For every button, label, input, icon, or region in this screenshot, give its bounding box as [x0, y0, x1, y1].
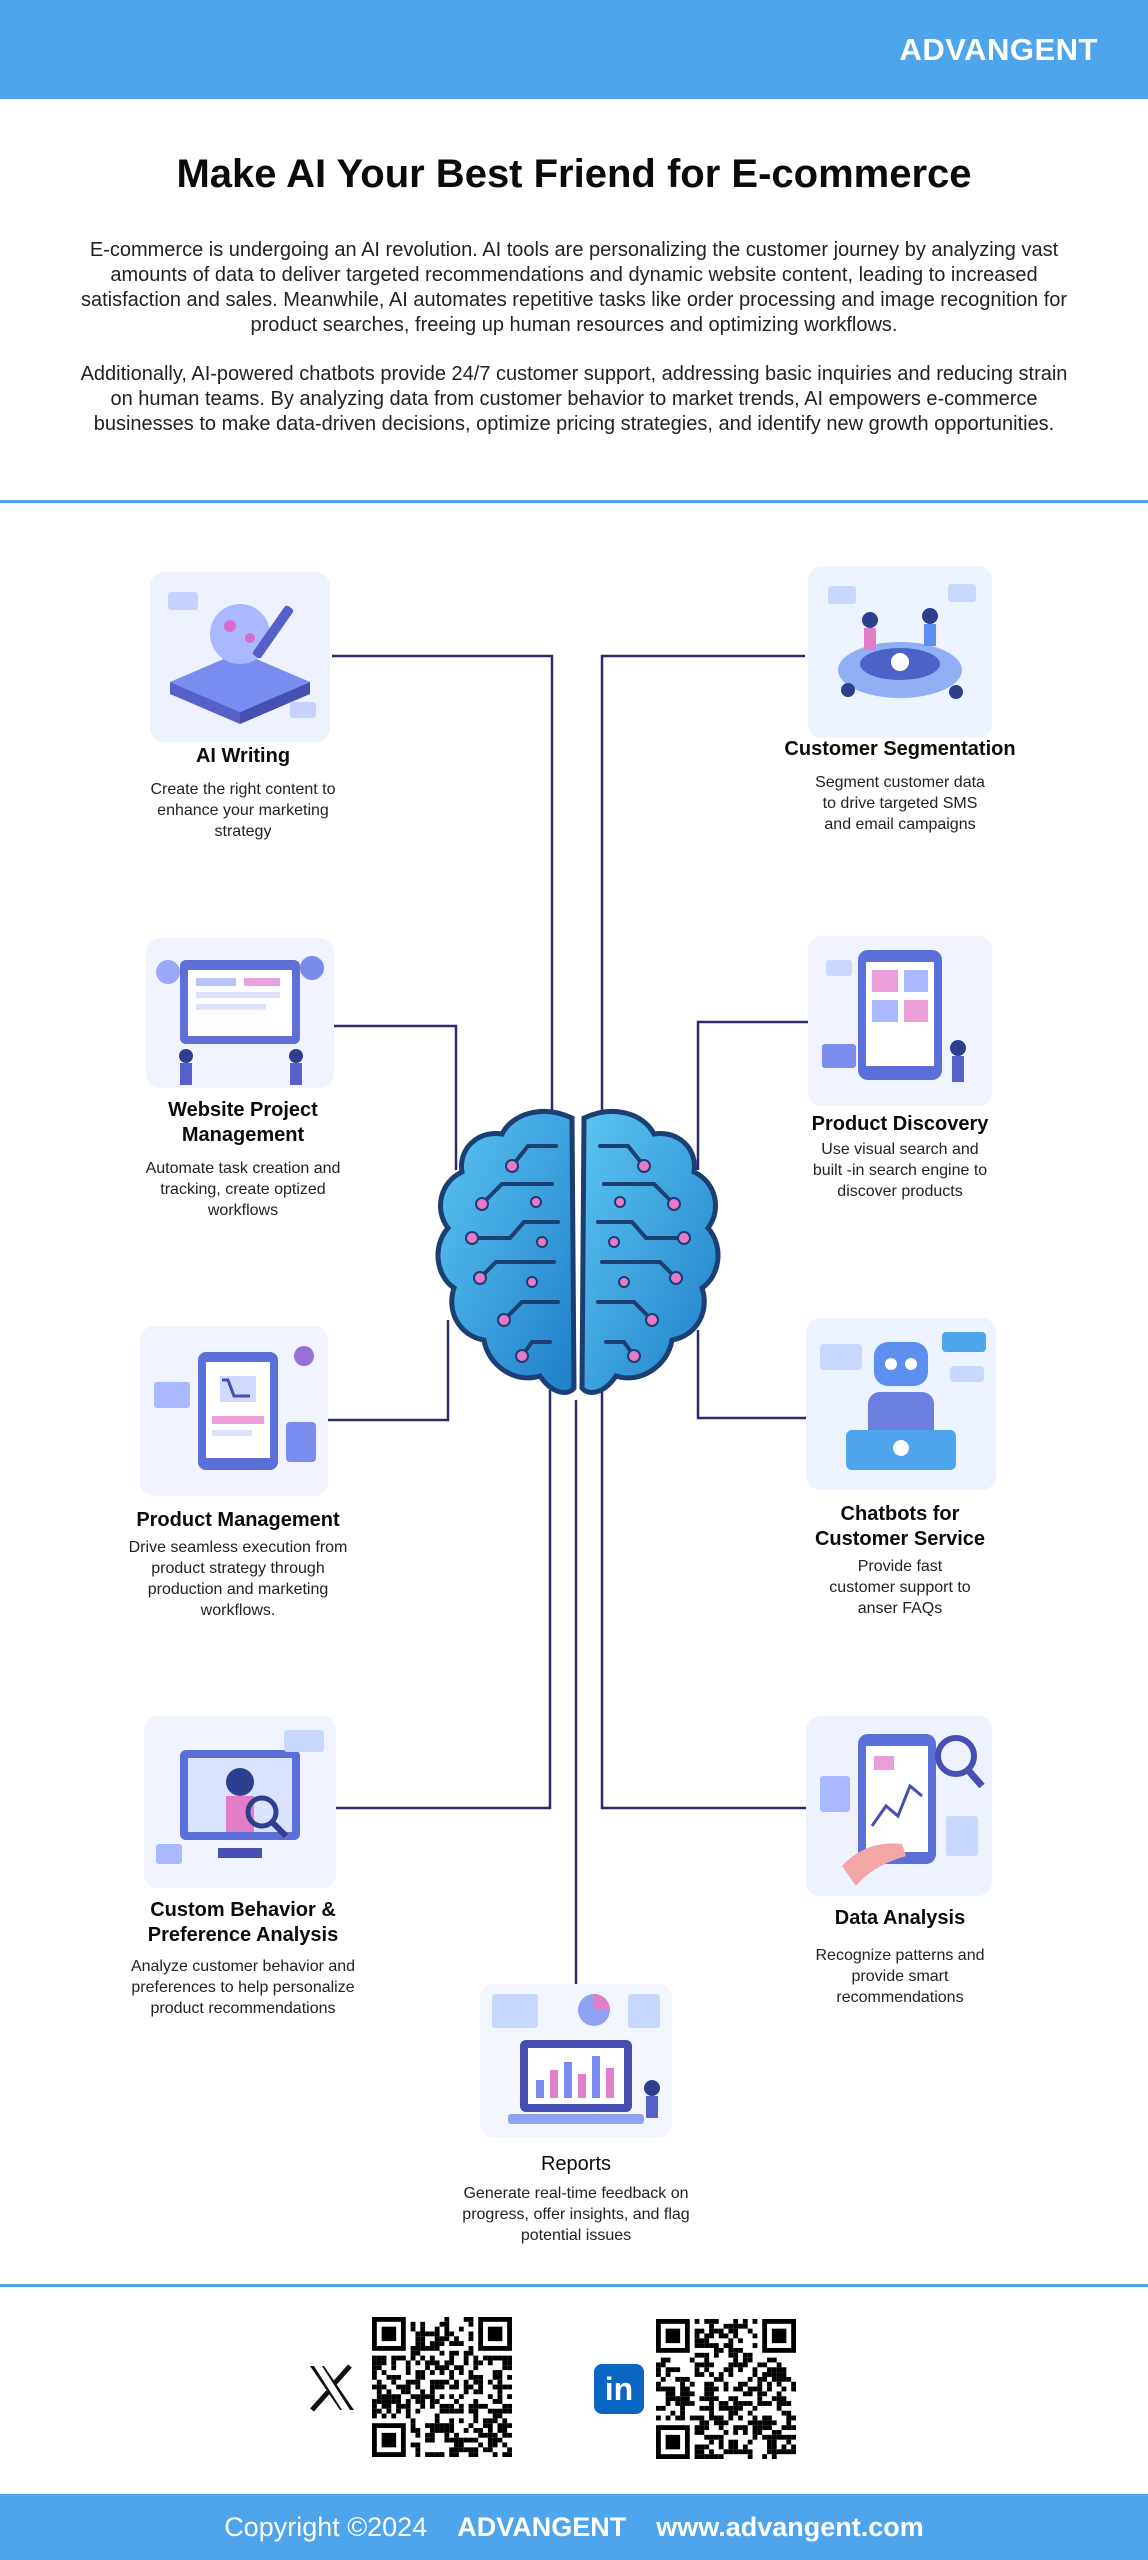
feature-description: Recognize patterns and provide smart rec…	[815, 1947, 985, 2006]
reports-illustration	[480, 1984, 672, 2138]
header-bar: ADVANGENT	[0, 0, 1148, 99]
linkedin-logo-icon[interactable]: in	[594, 2364, 644, 2414]
chatbots-illustration	[806, 1318, 996, 1490]
qr-code-x[interactable]	[372, 2317, 512, 2457]
feature-ai-writing: AI Writing Create the right content to e…	[110, 744, 376, 842]
connector-product-mgmt	[326, 1320, 450, 1422]
feature-title: Product Discovery	[811, 1113, 989, 1135]
feature-reports: Reports Generate real-time feedback on p…	[446, 2152, 706, 2246]
feature-description: Segment customer data to drive targeted …	[815, 774, 985, 833]
connector-segmentation	[600, 654, 805, 1110]
feature-description: Create the right content to enhance your…	[150, 781, 336, 840]
feature-description: Use visual search and built -in search e…	[812, 1141, 988, 1200]
feature-title: AI Writing	[195, 745, 291, 767]
feature-customer-segmentation: Customer Segmentation Segment customer d…	[770, 737, 1030, 835]
reports-icon	[480, 1984, 672, 2138]
segmentation-illustration	[808, 566, 992, 738]
feature-title: Chatbots for Customer Service	[814, 1503, 986, 1550]
footer-url[interactable]: www.advangent.com	[656, 2512, 924, 2542]
feature-description: Drive seamless execution from product st…	[128, 1539, 348, 1619]
feature-title: Custom Behavior & Preference Analysis	[147, 1899, 339, 1946]
feature-description: Automate task creation and tracking, cre…	[145, 1160, 341, 1219]
feature-title: Customer Segmentation	[784, 738, 1016, 760]
divider-top	[0, 500, 1148, 503]
feature-description: Analyze customer behavior and preference…	[130, 1958, 356, 2017]
feature-product-discovery: Product Discovery Use visual search and …	[782, 1112, 1018, 1202]
feature-description: Provide fast customer support to anser F…	[829, 1558, 971, 1617]
connector-ai-writing	[332, 654, 554, 1110]
feature-chatbots: Chatbots for Customer Service Provide fa…	[770, 1502, 1030, 1619]
data-analysis-illustration	[806, 1716, 992, 1896]
product-discovery-icon	[808, 936, 992, 1106]
feature-description: Generate real-time feedback on progress,…	[462, 2185, 690, 2244]
chatbot-icon	[806, 1318, 996, 1490]
feature-website-project-management: Website Project Management Automate task…	[112, 1098, 374, 1221]
intro-paragraph-1: E-commerce is undergoing an AI revolutio…	[80, 239, 1068, 336]
brand-logo: ADVANGENT	[899, 32, 1098, 67]
customer-segmentation-icon	[808, 566, 992, 738]
feature-data-analysis: Data Analysis Recognize patterns and pro…	[780, 1906, 1020, 2008]
x-logo-icon[interactable]	[304, 2360, 360, 2416]
qr-code-linkedin[interactable]	[656, 2319, 796, 2459]
feature-title: Product Management	[136, 1509, 340, 1531]
behavior-analysis-icon	[144, 1716, 336, 1888]
behavior-analysis-illustration	[144, 1716, 336, 1888]
feature-title: Reports	[540, 2153, 612, 2175]
feature-title: Data Analysis	[834, 1907, 966, 1929]
feature-title: Website Project Management	[168, 1099, 318, 1146]
product-management-illustration	[140, 1326, 328, 1496]
product-management-icon	[140, 1326, 328, 1496]
ai-writing-illustration	[150, 572, 330, 742]
feature-product-management: Product Management Drive seamless execut…	[110, 1508, 366, 1621]
feature-behavior-analysis: Custom Behavior & Preference Analysis An…	[110, 1898, 376, 2019]
brain-icon	[435, 1109, 721, 1395]
footer-bar: Copyright ©2024 ADVANGENT www.advangent.…	[0, 2494, 1148, 2560]
page-title: Make AI Your Best Friend for E-commerce	[176, 152, 972, 196]
intro-paragraph-2: Additionally, AI-powered chatbots provid…	[80, 363, 1068, 435]
website-project-icon	[146, 938, 334, 1088]
website-pm-illustration	[146, 938, 334, 1088]
connector-behavior	[336, 1390, 552, 1810]
footer-brand: ADVANGENT	[457, 2512, 627, 2542]
data-analysis-icon	[806, 1716, 992, 1896]
ai-writing-icon	[150, 572, 330, 742]
product-discovery-illustration	[808, 936, 992, 1106]
divider-bottom	[0, 2284, 1148, 2287]
footer-copyright: Copyright ©2024	[224, 2512, 428, 2542]
